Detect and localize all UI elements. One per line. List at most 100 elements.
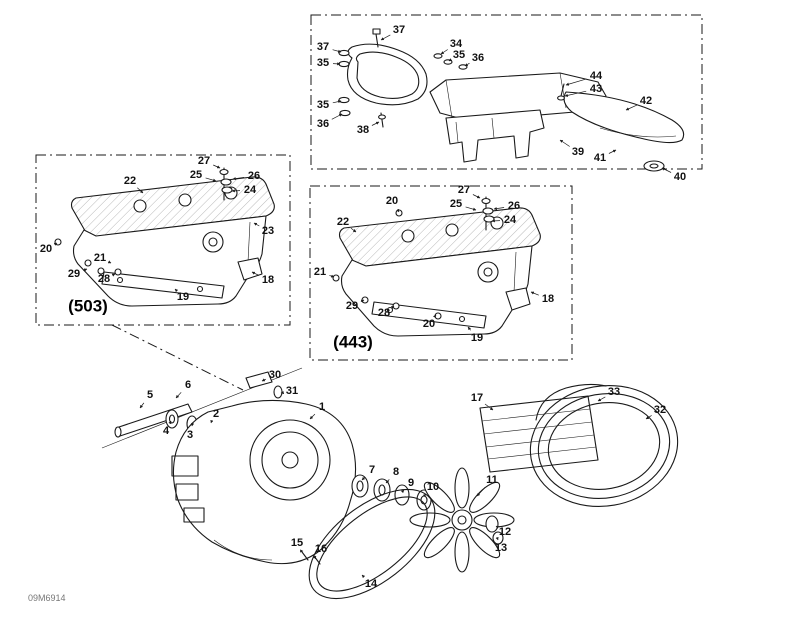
bolt-29: [84, 259, 92, 267]
part-callout-13: 13: [495, 542, 507, 554]
part-callout-7: 7: [369, 464, 375, 476]
part-callout-17: 17: [471, 392, 483, 404]
belt-14: [308, 488, 436, 600]
spacer-30: [245, 371, 273, 389]
part-callout-29: 29: [68, 268, 80, 280]
part-callout-12: 12: [499, 526, 511, 538]
callout-leader-29: [360, 299, 365, 303]
part-callout-34: 34: [450, 38, 463, 50]
callout-leader-44: [565, 78, 587, 86]
part-callout-38: 38: [357, 124, 369, 136]
part-callout-33: 33: [608, 386, 620, 398]
engine-503-frame: [35, 154, 291, 326]
callout-leader-25: [465, 206, 477, 211]
part-callout-16: 16: [315, 543, 327, 555]
callout-leader-13: [495, 536, 499, 541]
housing-cap-33: [535, 383, 607, 421]
washer-35c: [443, 59, 453, 65]
part-callout-42: 42: [640, 95, 652, 107]
callout-leader-28: [111, 273, 116, 277]
part-callout-25: 25: [190, 169, 202, 181]
part-callout-30: 30: [269, 369, 281, 381]
callout-leader-26: [232, 177, 245, 181]
grommet-40: [643, 160, 665, 172]
callout-leader-6: [175, 392, 182, 399]
callout-leader-41: [608, 149, 617, 154]
part-callout-18: 18: [542, 293, 554, 305]
pulley-half-7: [351, 474, 369, 498]
footer-code: 09M6914: [28, 593, 66, 603]
callout-leader-14: [361, 574, 366, 579]
washer-28: [97, 267, 105, 275]
fan-assembly-drawing: [101, 367, 679, 600]
part-callout-25: 25: [450, 198, 462, 210]
part-callout-32: 32: [654, 404, 666, 416]
part-callout-22: 22: [337, 216, 349, 228]
part-callout-1: 1: [319, 401, 325, 413]
frame-connector-line: [111, 324, 244, 391]
part-callout-36: 36: [472, 52, 484, 64]
part-callout-3: 3: [187, 429, 193, 441]
nut-36: [339, 109, 351, 117]
callout-leader-16: [313, 555, 317, 560]
part-callout-8: 8: [393, 466, 399, 478]
part-callout-41: 41: [594, 152, 606, 164]
callout-leader-19: [467, 326, 472, 331]
callout-leader-22: [137, 187, 144, 194]
washer-37: [338, 49, 350, 57]
screw-27: [481, 197, 491, 205]
part-callout-5: 5: [147, 389, 153, 401]
callout-leader-42: [625, 104, 638, 111]
callout-leader-38: [371, 121, 380, 126]
washer-24: [221, 186, 233, 194]
part-callout-20: 20: [40, 243, 52, 255]
callout-leader-18: [251, 271, 260, 276]
mount-18: [505, 287, 531, 311]
part-callout-26: 26: [508, 200, 520, 212]
bolt-20: [395, 209, 403, 217]
washer-35: [338, 60, 350, 68]
part-callout-24: 24: [244, 184, 257, 196]
part-callout-35: 35: [453, 49, 465, 61]
part-callout-15: 15: [291, 537, 303, 549]
part-callout-40: 40: [674, 171, 686, 183]
callout-leader-25: [205, 177, 217, 182]
callout-leader-22: [350, 227, 357, 233]
intake-duct: [563, 91, 685, 144]
engine-443-frame: [309, 185, 573, 361]
part-callout-27: 27: [458, 184, 470, 196]
fan-housing-1: [172, 399, 357, 565]
ring-31: [273, 385, 283, 399]
callout-leader-27: [213, 164, 221, 169]
manifold-base: [445, 109, 545, 163]
part-callout-6: 6: [185, 379, 191, 391]
callout-leader-39: [559, 139, 570, 147]
callout-leader-36: [464, 62, 470, 67]
part-callout-11: 11: [486, 474, 498, 486]
model-label-443: (443): [333, 333, 373, 352]
pulley-half-8: [373, 478, 391, 502]
silencer-shell: [346, 43, 428, 106]
bolt-20b: [434, 312, 442, 320]
part-callout-39: 39: [572, 146, 584, 158]
callout-leader-26: [493, 207, 505, 211]
part-callout-24: 24: [504, 214, 517, 226]
part-callout-19: 19: [177, 291, 189, 303]
washer-25: [482, 207, 494, 215]
oil-filler-cap: [477, 261, 499, 283]
callout-leader-33: [597, 396, 606, 402]
bolt-21: [114, 268, 122, 276]
callout-leader-18: [530, 291, 539, 296]
part-callout-21: 21: [314, 266, 326, 278]
part-callout-20: 20: [386, 195, 398, 207]
part-callout-35: 35: [317, 99, 329, 111]
callout-leader-7: [361, 476, 366, 481]
callout-leader-20: [432, 314, 437, 319]
callout-leader-8: [385, 479, 390, 484]
part-callout-18: 18: [262, 274, 274, 286]
screw-15: [301, 551, 309, 561]
part-callout-22: 22: [124, 175, 136, 187]
intake-assembly-frame: [310, 14, 703, 170]
